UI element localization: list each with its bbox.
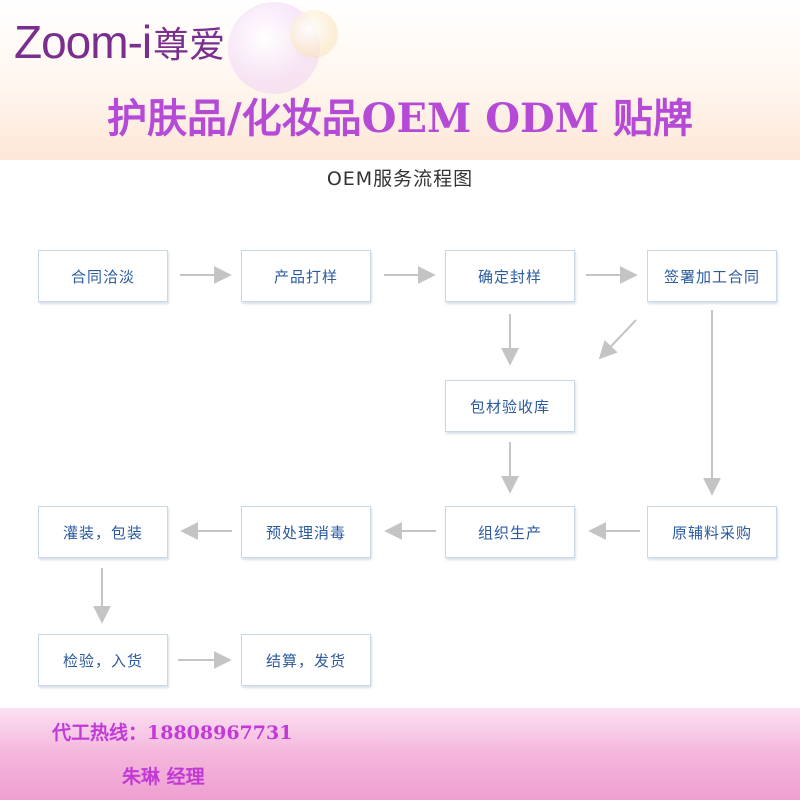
node-contract-negotiation: 合同洽淡 (38, 250, 168, 302)
node-settlement-shipping: 结算，发货 (241, 634, 371, 686)
brand-name-latin: Zoom-i (14, 16, 152, 68)
node-confirm-seal-sample: 确定封样 (445, 250, 575, 302)
brand-logo: Zoom-i 尊爱 (14, 14, 225, 70)
node-product-sampling: 产品打样 (241, 250, 371, 302)
node-pretreatment-disinfection: 预处理消毒 (241, 506, 371, 558)
decorative-bubble-small (290, 10, 338, 58)
footer-background (0, 708, 800, 800)
diagram-title: OEM服务流程图 (326, 168, 474, 190)
banner-headline: 护肤品/化妆品OEM ODM 贴牌 (107, 95, 693, 142)
header-background (0, 0, 800, 160)
node-raw-material-purchase: 原辅料采购 (647, 506, 777, 558)
node-filling-packing: 灌装，包装 (38, 506, 168, 558)
node-inspection-storage: 检验，入货 (38, 634, 168, 686)
hotline-text: 代工热线：18808967731 (52, 722, 293, 744)
node-sign-processing-contract: 签署加工合同 (647, 250, 777, 302)
arrow-contract-to-packaging (598, 319, 637, 360)
node-packaging-inspection: 包材验收库 (445, 380, 575, 432)
node-organize-production: 组织生产 (445, 506, 575, 558)
manager-name: 朱琳 经理 (122, 766, 205, 788)
brand-name-cjk: 尊爱 (153, 25, 226, 66)
